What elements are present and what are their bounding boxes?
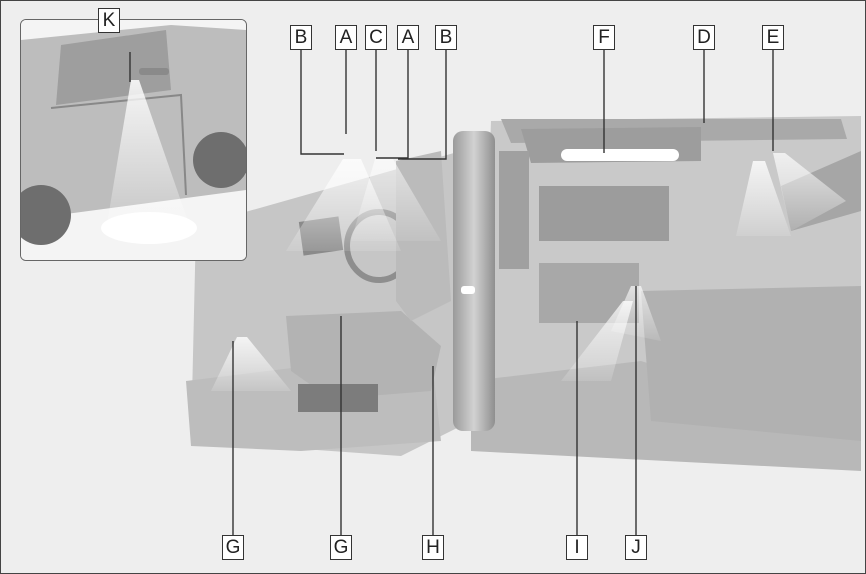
- rear-screen: [539, 186, 669, 241]
- leader-a-right: [376, 50, 408, 158]
- callout-g-mid: G: [330, 535, 352, 560]
- pillar-light: [461, 286, 475, 294]
- callout-d: D: [693, 25, 715, 50]
- callout-k: K: [98, 8, 120, 33]
- b-pillar: [453, 131, 495, 431]
- callout-h: H: [422, 535, 444, 560]
- leader-b-left: [301, 50, 344, 154]
- callout-j: J: [625, 535, 647, 560]
- floor-vent: [298, 384, 378, 412]
- door-exterior-illustration: [21, 20, 246, 260]
- callout-i: I: [566, 535, 588, 560]
- puddle-light-spot: [101, 212, 197, 244]
- door-handle: [139, 68, 169, 75]
- door-exterior-inset: [20, 19, 247, 261]
- rear-seat: [641, 286, 861, 441]
- callout-a-right: A: [397, 25, 419, 50]
- callout-c: C: [365, 25, 387, 50]
- callout-f: F: [593, 25, 615, 50]
- callout-a-left: A: [335, 25, 357, 50]
- ceiling-light-strip: [561, 149, 679, 161]
- callout-b-right: B: [435, 25, 457, 50]
- callout-g-left: G: [222, 535, 244, 560]
- callout-b-left: B: [290, 25, 312, 50]
- callout-e: E: [762, 25, 784, 50]
- pillar-handle: [499, 151, 529, 269]
- leader-b-right: [398, 50, 446, 159]
